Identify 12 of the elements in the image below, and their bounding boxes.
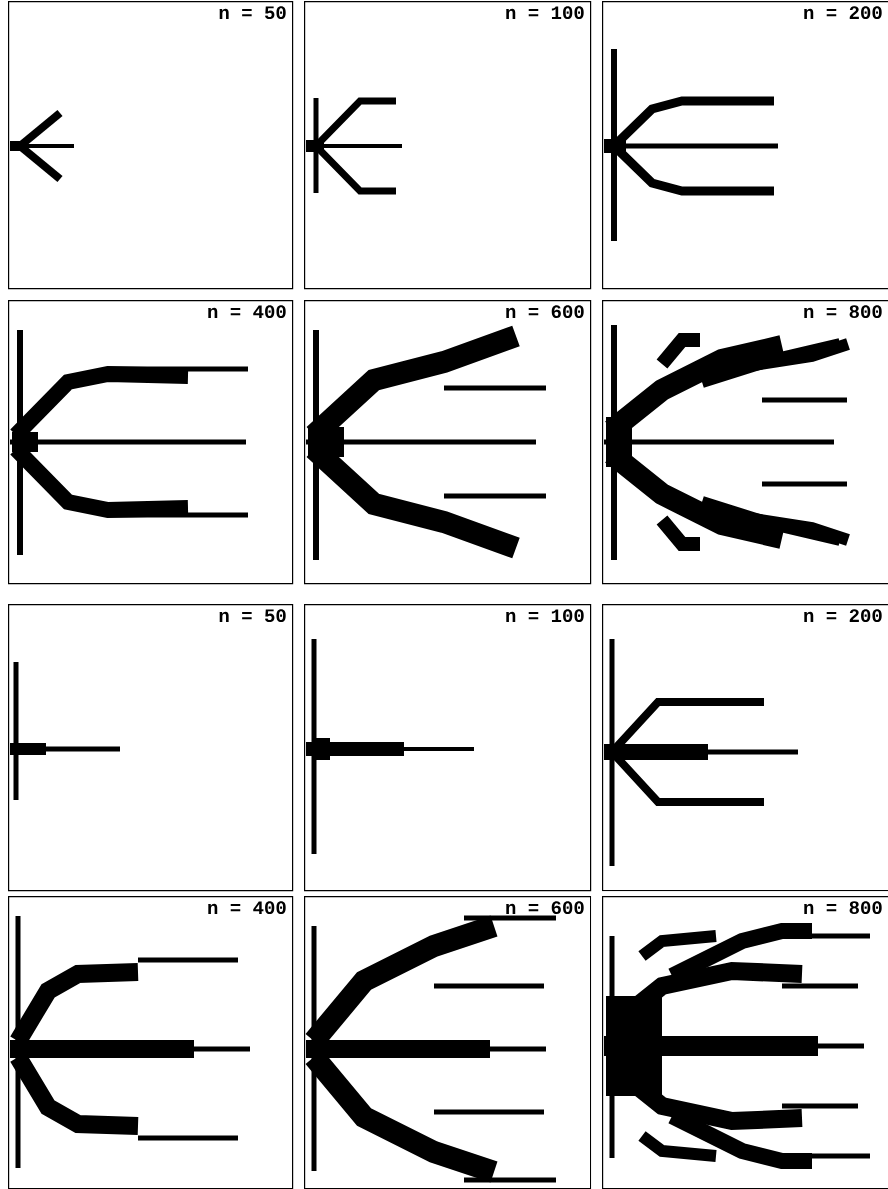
panel-label: n = 200 [804, 6, 882, 20]
panel-label: n = 400 [208, 305, 286, 319]
panel-label: n = 100 [506, 609, 584, 623]
panel-label: n = 400 [208, 901, 286, 915]
panel-label: n = 600 [506, 305, 584, 319]
panel-label: n = 200 [804, 609, 882, 623]
panel-label: n = 600 [506, 901, 584, 915]
panel-label: n = 800 [804, 901, 882, 915]
panel-label: n = 100 [506, 6, 584, 20]
panel-label: n = 800 [804, 305, 882, 319]
panel-label: n = 50 [219, 6, 286, 20]
panel-label: n = 50 [219, 609, 286, 623]
